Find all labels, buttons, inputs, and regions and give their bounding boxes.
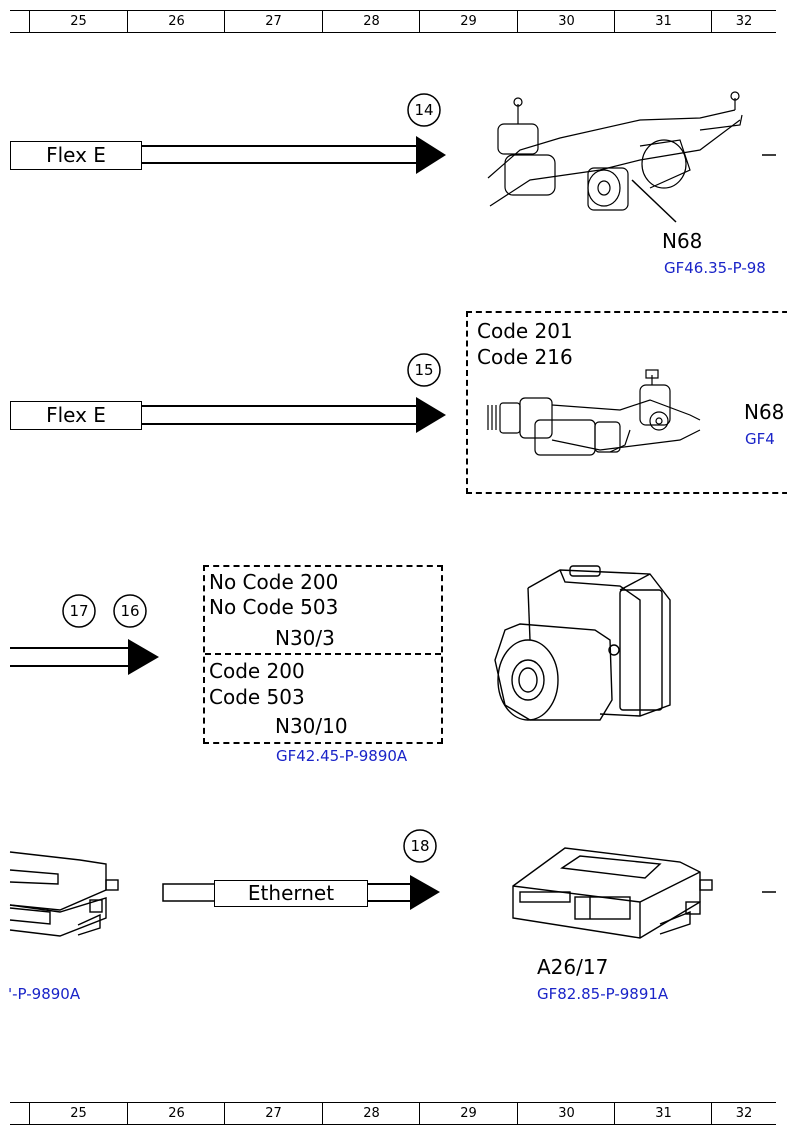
code-label: No Code 503 bbox=[209, 595, 339, 619]
bus-arrowheads bbox=[128, 136, 446, 910]
code-label: No Code 200 bbox=[209, 570, 339, 594]
control-unit-drawing-left bbox=[9, 851, 119, 937]
callout-circles bbox=[62, 93, 441, 863]
callout-number: 18 bbox=[410, 837, 430, 855]
ruler-cell: 26 bbox=[127, 11, 225, 32]
control-unit-drawing-a26 bbox=[512, 847, 713, 939]
arrow-18 bbox=[410, 875, 440, 910]
ruler-cell: 27 bbox=[224, 11, 322, 32]
ruler-cell: 30 bbox=[517, 1103, 615, 1124]
esp-unit-drawing bbox=[494, 565, 671, 721]
component-label-n30-3: N30/3 bbox=[275, 626, 335, 650]
component-ref-link[interactable]: GF46.35-P-98 bbox=[664, 259, 766, 277]
arrow-14 bbox=[416, 136, 446, 174]
ruler-cell: 29 bbox=[419, 11, 517, 32]
bus-label-ethernet: Ethernet bbox=[214, 880, 368, 907]
bus-label-flex-e-2: Flex E bbox=[10, 401, 142, 430]
ruler-cell: 25 bbox=[29, 1103, 127, 1124]
ruler-cell: 29 bbox=[419, 1103, 517, 1124]
ruler-cell: 31 bbox=[614, 1103, 712, 1124]
arrow-15 bbox=[416, 397, 446, 433]
ruler-cell: 32 bbox=[711, 1103, 776, 1124]
ruler-cell: 25 bbox=[29, 11, 127, 32]
component-label-a26-17: A26/17 bbox=[537, 955, 609, 979]
component-label-n30-10: N30/10 bbox=[275, 714, 348, 738]
component-label-n68: N68 bbox=[744, 400, 785, 424]
code-label: Code 201 bbox=[477, 319, 573, 343]
bus-label-flex-e-1: Flex E bbox=[10, 141, 142, 170]
code-variant-box bbox=[466, 311, 787, 494]
column-ruler-top: 25 26 27 28 29 30 31 32 bbox=[10, 10, 776, 33]
callout-number: 17 bbox=[69, 602, 89, 620]
column-ruler-bottom: 25 26 27 28 29 30 31 32 bbox=[10, 1102, 776, 1125]
component-ref-link[interactable]: '-P-9890A bbox=[8, 985, 81, 1003]
component-label-n68: N68 bbox=[662, 229, 703, 253]
esp-variant-box bbox=[203, 565, 443, 744]
steering-gear-drawing-2 bbox=[487, 369, 701, 456]
variant-divider bbox=[205, 653, 441, 655]
code-label: Code 503 bbox=[209, 685, 305, 709]
ruler-cell: 30 bbox=[517, 11, 615, 32]
ruler-cell: 32 bbox=[711, 11, 776, 32]
ruler-cell: 26 bbox=[127, 1103, 225, 1124]
ruler-cell: 28 bbox=[322, 1103, 420, 1124]
ruler-cell: 31 bbox=[614, 11, 712, 32]
arrow-16-17 bbox=[128, 639, 159, 675]
callout-number: 14 bbox=[414, 101, 434, 119]
component-ref-link[interactable]: GF82.85-P-9891A bbox=[537, 985, 669, 1003]
code-label: Code 200 bbox=[209, 659, 305, 683]
code-label: Code 216 bbox=[477, 345, 573, 369]
component-ref-link[interactable]: GF42.45-P-9890A bbox=[276, 747, 408, 765]
steering-gear-drawing-1 bbox=[487, 91, 743, 211]
ruler-cell: 28 bbox=[322, 11, 420, 32]
callout-number: 16 bbox=[120, 602, 140, 620]
callout-number: 15 bbox=[414, 361, 434, 379]
ruler-cell: 27 bbox=[224, 1103, 322, 1124]
component-ref-link[interactable]: GF4 bbox=[745, 430, 775, 448]
